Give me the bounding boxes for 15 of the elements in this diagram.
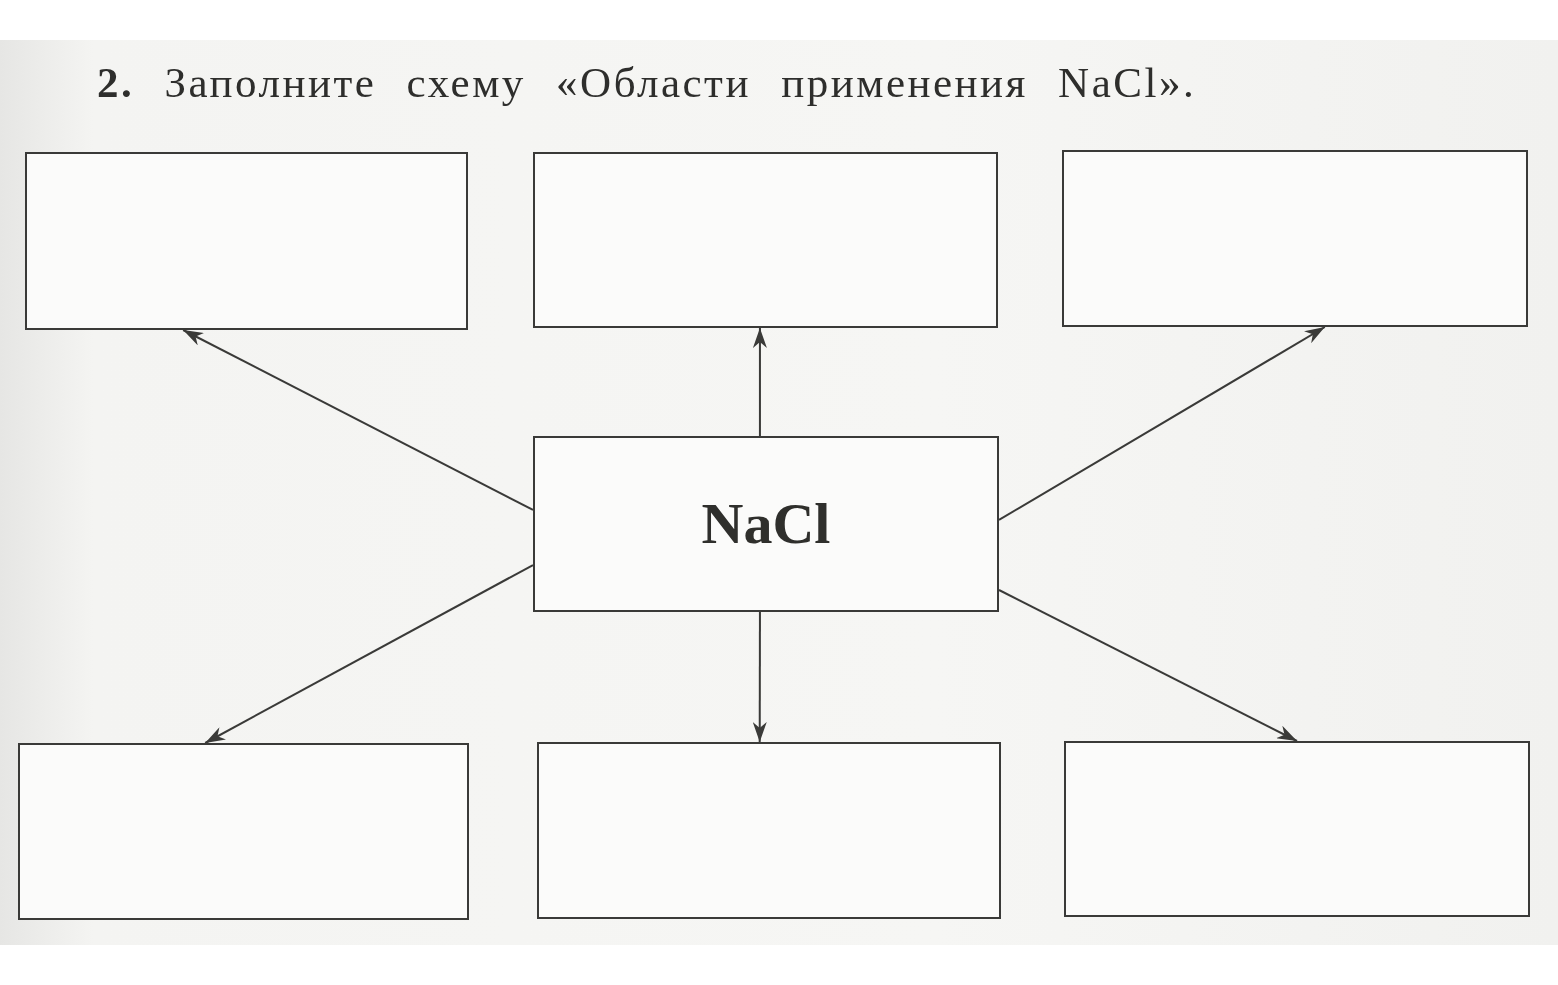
answer-box	[18, 743, 469, 920]
answer-box	[1062, 150, 1528, 327]
answer-box	[537, 742, 1001, 919]
arrow	[182, 329, 534, 511]
arrow	[752, 327, 767, 437]
node-label: NaCl	[701, 495, 831, 553]
answer-box	[1064, 741, 1530, 917]
answer-box	[25, 152, 468, 330]
arrow	[998, 326, 1326, 521]
task-heading: 2. Заполните схему «Области применения NaCl».	[97, 58, 1197, 107]
answer-box	[533, 152, 998, 328]
formula-box	[533, 436, 999, 612]
arrow	[752, 611, 767, 743]
arrow	[998, 589, 1298, 742]
arrow	[204, 564, 534, 744]
